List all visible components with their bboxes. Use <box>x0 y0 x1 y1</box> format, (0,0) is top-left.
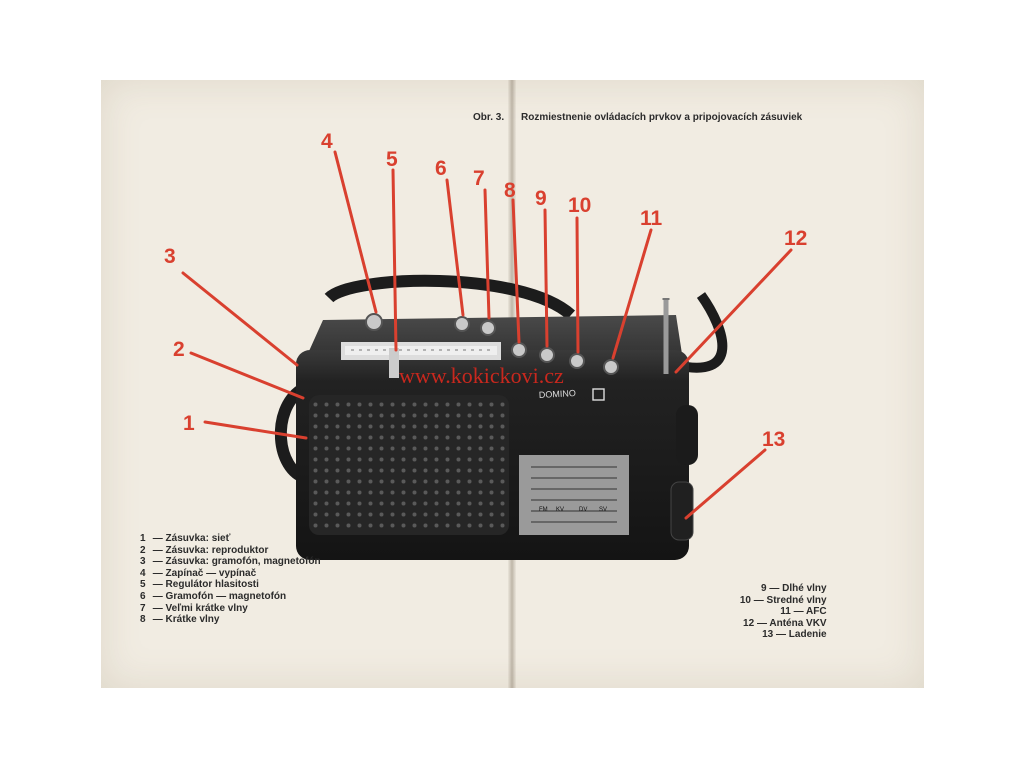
brand-label: DOMINO <box>539 388 576 400</box>
manual-spread: FM KV DV SV DOMINO 1 2 <box>101 80 924 688</box>
strap-right <box>674 292 728 373</box>
legend-item: 13 — Ladenie <box>762 629 827 641</box>
brand-logo-icon <box>592 388 605 401</box>
legend-right: 9 — Dlhé vlny 10 — Stredné vlny 11 — AFC… <box>719 583 827 641</box>
leader-8 <box>511 198 521 344</box>
leader-3 <box>181 271 299 367</box>
callout-leaders <box>181 150 793 520</box>
sv-button-icon <box>569 353 585 369</box>
leader-13 <box>684 448 767 520</box>
callout-6: 6 <box>435 157 447 180</box>
phono-button-icon <box>454 316 470 332</box>
radio-illustration: FM KV DV SV DOMINO 1 2 <box>164 130 807 560</box>
callout-10: 10 <box>568 194 591 217</box>
strap-top <box>324 274 576 320</box>
tuning-wheel-icon <box>670 481 694 541</box>
legend-item: 8 — Krátke vlny <box>140 614 220 626</box>
callout-4: 4 <box>321 130 333 153</box>
leader-1 <box>203 420 308 440</box>
legend-item: 5 — Regulátor hlasitosti <box>140 579 259 591</box>
callout-9: 9 <box>535 187 547 210</box>
callout-3: 3 <box>164 245 176 268</box>
callout-11: 11 <box>640 207 663 230</box>
legend-item: 6 — Gramofón — magnetofón <box>140 590 287 602</box>
volume-slider <box>389 348 399 378</box>
legend-item: 3 — Zásuvka: gramofón, magnetofón <box>140 556 321 568</box>
band-label-kv: KV <box>556 507 564 513</box>
band-label-sv: SV <box>599 507 607 513</box>
legend-item: 10 — Stredné vlny <box>739 594 827 606</box>
legend-item: 11 — AFC <box>780 606 827 618</box>
dial-scale <box>345 346 497 355</box>
watermark: www.kokickovi.cz <box>399 363 564 388</box>
leader-2 <box>189 351 305 400</box>
leader-10 <box>575 216 580 354</box>
leader-5 <box>391 168 398 352</box>
band-label-fm: FM <box>539 507 548 513</box>
leader-11 <box>611 228 653 360</box>
leader-9 <box>543 208 549 348</box>
callout-5: 5 <box>386 148 398 171</box>
legend-left: 1 — Zásuvka: sieť 2 — Zásuvka: reprodukt… <box>140 533 321 626</box>
callout-8: 8 <box>504 179 516 202</box>
legend-item: 2 — Zásuvka: reproduktor <box>140 544 269 556</box>
figure-number: Obr. 3. <box>473 112 505 123</box>
legend-item: 7 — Veľmi krátke vlny <box>140 602 248 614</box>
legend-item: 9 — Dlhé vlny <box>761 583 827 594</box>
power-knob-icon <box>365 313 383 331</box>
leader-6 <box>445 178 465 317</box>
band-label-dv: DV <box>579 507 587 513</box>
callout-2: 2 <box>173 338 185 361</box>
figure-title: Rozmiestnenie ovládacích prvkov a pripoj… <box>521 112 803 123</box>
legend-item: 12 — Anténa VKV <box>743 617 827 629</box>
band-panel-slots <box>531 466 617 523</box>
leader-7 <box>483 188 491 320</box>
legend-item: 4 — Zapínač — vypínač <box>140 567 257 579</box>
afc-button-icon <box>603 359 619 375</box>
callout-12: 12 <box>784 227 807 250</box>
callout-13: 13 <box>762 428 785 451</box>
vkv-button-icon <box>480 320 496 336</box>
callout-1: 1 <box>183 412 195 435</box>
kv-button-icon <box>511 342 527 358</box>
side-handle <box>676 405 698 465</box>
leader-12 <box>674 248 793 374</box>
dv-button-icon <box>539 347 555 363</box>
legend-item: 1 — Zásuvka: sieť <box>140 533 231 544</box>
leader-4 <box>333 150 378 314</box>
callout-7: 7 <box>473 167 485 190</box>
